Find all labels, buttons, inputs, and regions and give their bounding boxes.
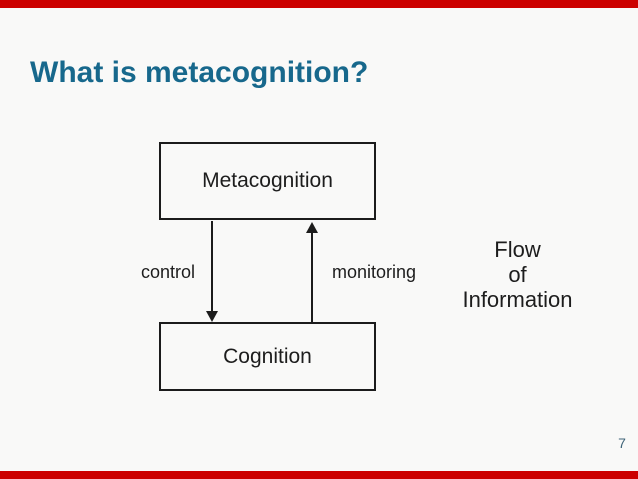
- cognition-box-label: Cognition: [223, 344, 312, 368]
- flow-note-line-2: of: [508, 262, 527, 287]
- control-label: control: [141, 262, 196, 282]
- flow-of-information-note: Flow of Information: [445, 237, 590, 312]
- metacognition-box: Metacognition: [159, 142, 376, 220]
- flow-note-line-3: Information: [462, 287, 573, 312]
- cognition-box: Cognition: [159, 322, 376, 391]
- page-number: 7: [618, 435, 626, 451]
- top-accent-bar: [0, 0, 638, 8]
- control-down-arrow: [206, 221, 218, 322]
- metacognition-box-label: Metacognition: [202, 169, 333, 192]
- slide-title: What is metacognition?: [30, 56, 369, 89]
- monitoring-up-arrow: [306, 222, 318, 322]
- flow-note-line-1: Flow: [494, 237, 541, 262]
- monitoring-label: monitoring: [332, 262, 417, 282]
- bottom-accent-bar: [0, 471, 638, 479]
